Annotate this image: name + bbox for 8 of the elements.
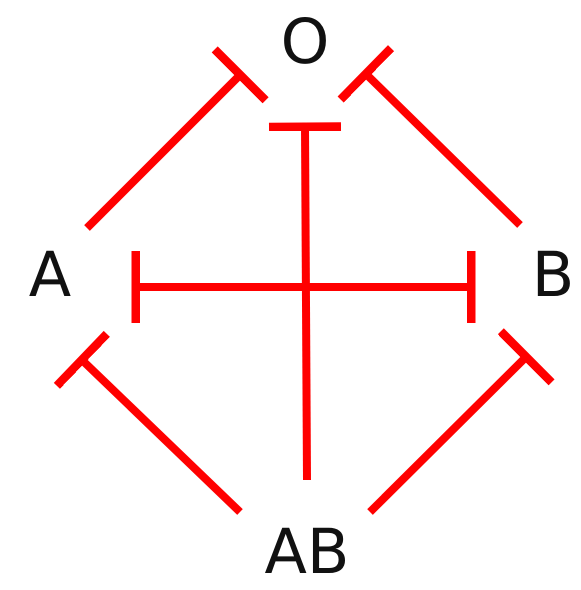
blood-type-label: A [28,244,72,306]
blood-type-label: B [532,244,574,306]
blood-type-label: AB [264,521,350,583]
inhibition-line [52,330,243,515]
inhibition-line [367,326,556,515]
inhibition-line [336,44,523,228]
inhibition-line [84,45,270,231]
blood-type-label: O [280,11,330,73]
